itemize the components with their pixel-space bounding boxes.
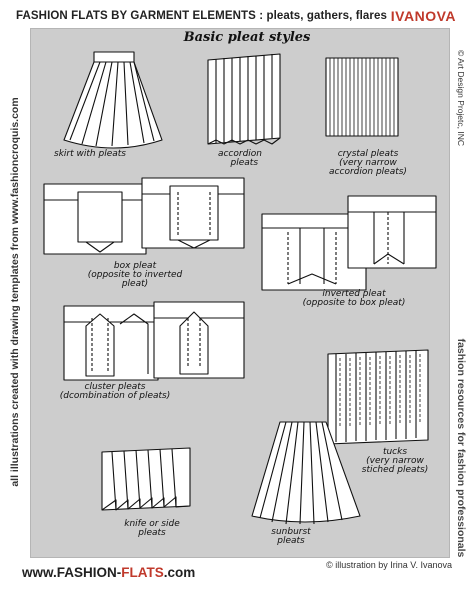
caption-accordion-pleats: accordion pleats xyxy=(217,149,263,168)
sunburst-pleats-drawing xyxy=(251,421,361,525)
footer-url-part-a: www.FASHION- xyxy=(22,565,122,580)
side-credit-left: all illustrations created with drawing t… xyxy=(6,28,24,556)
caption-inverted-pleat: inverted pleat (opposite to box pleat) xyxy=(302,289,406,308)
header: FASHION FLATS BY GARMENT ELEMENTS : plea… xyxy=(16,8,456,28)
crystal-pleats-drawing xyxy=(325,57,399,137)
caption-sunburst-pleats: sunburst pleats xyxy=(271,527,311,546)
tucks-drawing xyxy=(327,349,429,445)
side-credit-right: © Art Design Projetc, INC fashion resour… xyxy=(452,28,470,558)
caption-cluster-pleats: cluster pleats (dcombination of pleats) xyxy=(59,382,171,401)
brand-logo: IVANOVA xyxy=(390,8,456,24)
caption-crystal-pleats: crystal pleats (very narrow accordion pl… xyxy=(329,149,407,177)
footer-url-part-c: .com xyxy=(163,565,196,580)
caption-skirt-with-pleats: skirt with pleats xyxy=(54,149,126,159)
caption-box-pleat: box pleat (opposite to inverted pleat) xyxy=(87,261,183,289)
inverted-pleat-drawing xyxy=(261,195,437,291)
footer-website: www.FASHION-FLATS.com xyxy=(22,565,195,580)
header-title-prefix: FASHION FLATS BY GARMENT ELEMENTS xyxy=(16,10,256,22)
illustration-credit: © illustration by Irina V. Ivanova xyxy=(326,560,452,570)
tagline-text: fashion resources for fashion profession… xyxy=(455,338,467,558)
box-pleat-drawing xyxy=(43,177,245,255)
caption-knife-pleats: knife or side pleats xyxy=(124,519,180,538)
copyright-text: © Art Design Projetc, INC xyxy=(456,49,466,147)
knife-pleats-drawing xyxy=(101,447,191,511)
pleat-illustrations xyxy=(43,51,437,525)
page-subtitle: Basic pleat styles xyxy=(183,30,311,45)
side-credit-left-text: all illustrations created with drawing t… xyxy=(9,97,21,487)
footer-url-part-b: FLATS xyxy=(121,565,164,580)
accordion-pleats-drawing xyxy=(207,53,281,145)
skirt-with-pleats-drawing xyxy=(63,51,163,149)
caption-tucks: tucks (very narrow stiched pleats) xyxy=(361,447,429,475)
header-title-suffix: : pleats, gathers, flares xyxy=(255,10,387,22)
cluster-pleats-drawing xyxy=(63,301,245,381)
header-title: FASHION FLATS BY GARMENT ELEMENTS : plea… xyxy=(16,10,387,22)
